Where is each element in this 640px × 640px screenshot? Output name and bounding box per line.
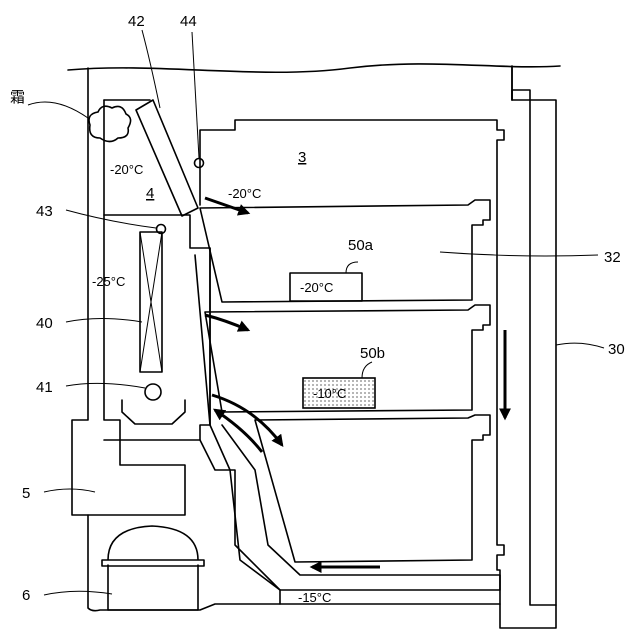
pivot-44 bbox=[195, 159, 204, 168]
airflow-arrow-drawer-50a bbox=[205, 315, 248, 330]
label-3: 3 bbox=[298, 149, 306, 166]
outer-casing bbox=[72, 66, 556, 628]
drawer-50a bbox=[200, 200, 490, 302]
temp-outlet: -20°C bbox=[228, 186, 261, 201]
leader-43 bbox=[66, 210, 156, 228]
frost-cloud bbox=[89, 106, 131, 141]
temp-box-50b: -10°C bbox=[313, 386, 346, 401]
leader-32 bbox=[440, 252, 598, 256]
drawer-bottom bbox=[255, 415, 490, 562]
compressor-6 bbox=[102, 526, 204, 610]
label-6: 6 bbox=[22, 587, 30, 604]
label-frost: 霜 bbox=[10, 89, 25, 106]
door-30 bbox=[512, 90, 556, 605]
temp-evaporator: -25°C bbox=[92, 274, 125, 289]
top-cut-line bbox=[68, 64, 560, 72]
label-43: 43 bbox=[36, 203, 53, 220]
leader-44 bbox=[192, 32, 199, 158]
temp-bottom: -15°C bbox=[298, 590, 331, 605]
label-4: 4 bbox=[146, 185, 154, 202]
label-32: 32 bbox=[604, 249, 621, 266]
label-44: 44 bbox=[180, 13, 197, 30]
leader-6 bbox=[44, 591, 112, 595]
return-duct bbox=[195, 255, 500, 590]
leader-41 bbox=[66, 383, 145, 388]
temp-box-50a: -20°C bbox=[300, 280, 333, 295]
label-50b: 50b bbox=[360, 345, 385, 362]
leader-30 bbox=[556, 343, 604, 348]
label-42: 42 bbox=[128, 13, 145, 30]
label-41: 41 bbox=[36, 379, 53, 396]
temp-duct-top: -20°C bbox=[110, 162, 143, 177]
label-5: 5 bbox=[22, 485, 30, 502]
label-50a: 50a bbox=[348, 237, 374, 254]
label-40: 40 bbox=[36, 315, 53, 332]
drain-tray bbox=[122, 400, 185, 424]
leader-5 bbox=[44, 489, 95, 492]
evaporator-chamber-4 bbox=[104, 215, 210, 440]
fan-41 bbox=[145, 384, 161, 400]
label-30: 30 bbox=[608, 341, 625, 358]
leader-frost bbox=[28, 102, 88, 118]
